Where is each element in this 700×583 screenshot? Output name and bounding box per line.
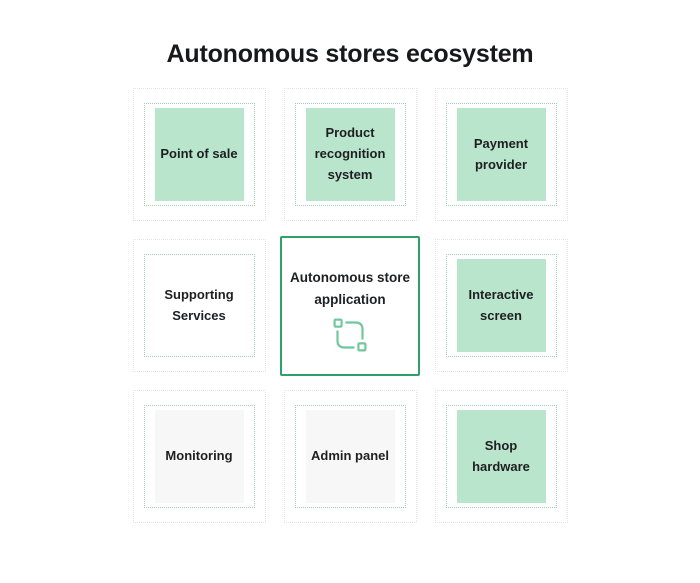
node-supporting-services: Supporting Services — [155, 259, 244, 352]
node-monitoring: Monitoring — [154, 410, 244, 503]
cell-payment-provider: Payment provider — [434, 88, 568, 221]
inner-dotted-frame: Admin panel — [294, 405, 406, 508]
inner-dotted-frame: Point of sale — [143, 103, 255, 206]
node-label: Supporting Services — [164, 286, 234, 323]
inner-dotted-frame: Product recognition system — [294, 103, 406, 206]
node-product-recognition-system: Product recognition system — [305, 108, 395, 201]
inner-dotted-frame: Supporting Services — [143, 254, 255, 357]
cell-monitoring: Monitoring — [132, 390, 266, 523]
ecosystem-grid: Point of sale Product recognition system… — [132, 88, 568, 523]
node-label: Monitoring — [165, 448, 233, 464]
node-admin-panel: Admin panel — [305, 410, 395, 503]
cell-supporting-services: Supporting Services — [132, 239, 266, 372]
node-label: Autonomous store application — [290, 270, 410, 307]
node-label: Point of sale — [160, 146, 238, 162]
cell-interactive-screen: Interactive screen — [434, 239, 568, 372]
node-point-of-sale: Point of sale — [154, 108, 244, 201]
page-title: Autonomous stores ecosystem — [166, 40, 534, 68]
node-label: Interactive screen — [468, 286, 534, 323]
inner-dotted-frame: Payment provider — [445, 103, 557, 206]
vector-path-icon — [333, 318, 367, 352]
node-shop-hardware: Shop hardware — [456, 410, 546, 503]
inner-dotted-frame: Shop hardware — [445, 405, 557, 508]
cell-shop-hardware: Shop hardware — [434, 390, 568, 523]
node-label: Payment provider — [473, 135, 529, 172]
cell-autonomous-store-application: Autonomous store application — [280, 235, 420, 376]
node-interactive-screen: Interactive screen — [456, 259, 546, 352]
node-label: Shop hardware — [472, 437, 530, 474]
node-payment-provider: Payment provider — [456, 108, 546, 201]
cell-admin-panel: Admin panel — [283, 390, 417, 523]
node-label: Admin panel — [310, 448, 389, 464]
inner-dotted-frame: Interactive screen — [445, 254, 557, 357]
cell-product-recognition-system: Product recognition system — [283, 88, 417, 221]
node-label: Product recognition system — [314, 125, 386, 182]
inner-dotted-frame: Monitoring — [143, 405, 255, 508]
cell-point-of-sale: Point of sale — [132, 88, 266, 221]
